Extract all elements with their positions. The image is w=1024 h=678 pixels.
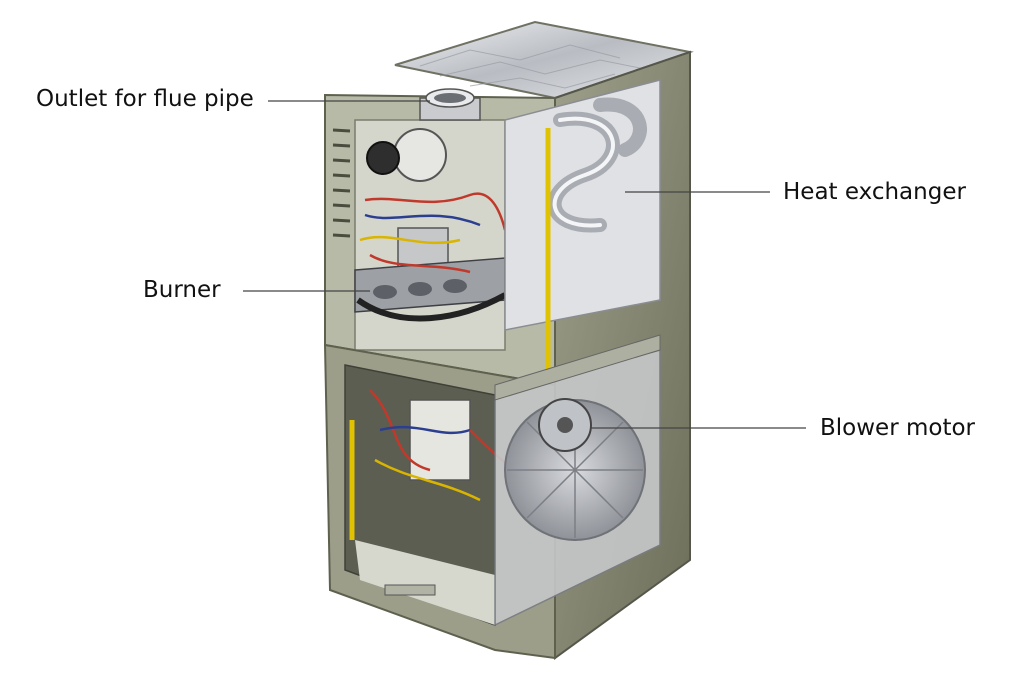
- foil-texture: [419, 44, 651, 89]
- burner-label: Burner: [143, 277, 221, 303]
- flue-outlet: [419, 88, 481, 121]
- divider-shelf: [494, 334, 661, 401]
- gas-valve: [397, 227, 449, 269]
- heat-exchanger-cavity: [504, 79, 661, 331]
- heat-exchanger-label: Heat exchanger: [783, 179, 966, 205]
- door-latch: [384, 584, 436, 596]
- lower-floor: [355, 540, 495, 625]
- outlet-flue-pipe-label: Outlet for flue pipe: [36, 86, 254, 112]
- control-board: [409, 399, 471, 481]
- inducer-fan-icon: [393, 128, 447, 182]
- heat-exchanger-highlight: [552, 116, 615, 228]
- vent-slots: [332, 128, 351, 238]
- fan-motor-icon: [366, 141, 400, 175]
- wiring-upper: [359, 192, 507, 274]
- blower-motor-label: Blower motor: [820, 415, 975, 441]
- leader-lines: [243, 100, 806, 429]
